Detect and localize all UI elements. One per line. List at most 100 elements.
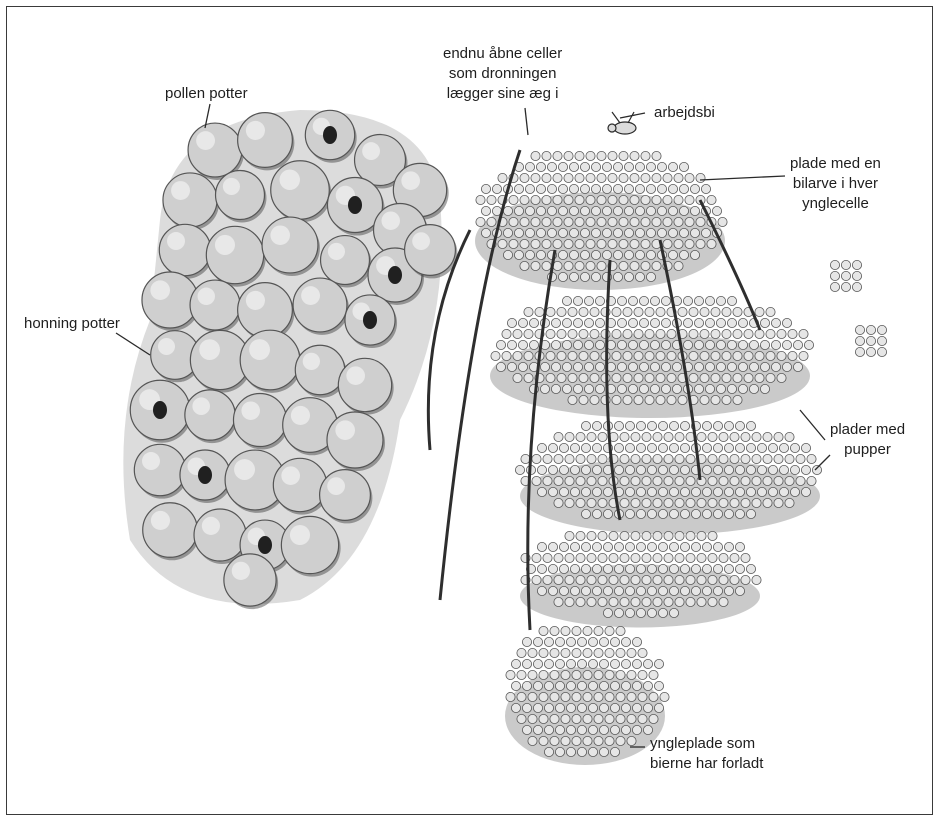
comb-cell [592,465,601,474]
comb-cell [612,307,621,316]
comb-cell [580,228,589,237]
comb-cell [594,714,603,723]
comb-cell [617,340,626,349]
comb-cell [502,329,511,338]
comb-cell [689,329,698,338]
comb-cell [774,498,783,507]
comb-cell [628,318,637,327]
comb-cell [548,542,557,551]
comb-cell [597,239,606,248]
comb-cell [733,373,742,382]
comb-cell [669,509,678,518]
comb-cell [722,329,731,338]
pot [233,393,286,446]
comb-cell [588,703,597,712]
comb-cell [636,564,645,573]
comb-cell [599,725,608,734]
comb-cell [580,206,589,215]
comb-cell [634,351,643,360]
comb-cell [621,659,630,668]
comb-cell [683,340,692,349]
comb-cell [586,173,595,182]
comb-cell [592,443,601,452]
comb-cell [631,597,640,606]
comb-cell [566,747,575,756]
comb-cell [807,476,816,485]
comb-cell [608,151,617,160]
comb-cell [565,553,574,562]
comb-cell [603,487,612,496]
comb-cell [877,336,886,345]
comb-cell [624,184,633,193]
comb-cell [575,261,584,270]
comb-cell [656,307,665,316]
comb-cell [799,329,808,338]
comb-cell [760,362,769,371]
comb-cell [690,184,699,193]
comb-cell [581,465,590,474]
comb-cell [782,318,791,327]
comb-cell [708,553,717,562]
comb-cell [550,626,559,635]
pot [143,503,198,558]
comb-cell [744,373,753,382]
pot [327,412,383,468]
comb-cell [661,296,670,305]
comb-cell [735,564,744,573]
comb-cell [657,228,666,237]
comb-cell [620,597,629,606]
comb-cell [707,195,716,204]
comb-cell [628,296,637,305]
comb-cell [647,586,656,595]
comb-cell [642,553,651,562]
comb-cell [656,351,665,360]
comb-cell [554,575,563,584]
comb-cell [639,318,648,327]
comb-cell [678,307,687,316]
comb-cell [649,670,658,679]
comb-cell [678,395,687,404]
comb-cell [702,564,711,573]
comb-cell [733,329,742,338]
comb-cell [542,239,551,248]
comb-cell [559,465,568,474]
comb-cell [562,340,571,349]
comb-cell [540,362,549,371]
comb-cell [617,384,626,393]
comb-cell [548,586,557,595]
comb-cell [663,239,672,248]
comb-cell [581,542,590,551]
comb-cell [636,443,645,452]
pot-highlight [241,401,260,420]
comb-cell [643,703,652,712]
comb-cell [669,564,678,573]
comb-cell [518,318,527,327]
comb-cell [575,173,584,182]
comb-cell [624,272,633,281]
comb-cell [768,487,777,496]
comb-cell [766,373,775,382]
label-worker-bee: arbejdsbi [654,103,715,123]
comb-cell [487,217,496,226]
comb-cell [722,395,731,404]
comb-cell [669,443,678,452]
comb-cell [724,564,733,573]
comb-cell [536,162,545,171]
comb-cell [542,151,551,160]
comb-cell [727,340,736,349]
comb-cell [503,206,512,215]
comb-cell [587,498,596,507]
comb-cell [529,318,538,327]
comb-cell [683,318,692,327]
comb-cell [617,318,626,327]
pot [240,330,300,390]
comb-cell [657,206,666,215]
comb-cell [752,575,761,584]
comb-cell [679,184,688,193]
comb-cell [579,307,588,316]
comb-cell [685,173,694,182]
comb-cell [724,443,733,452]
comb-cell [702,586,711,595]
comb-cell [610,725,619,734]
comb-cell [719,432,728,441]
